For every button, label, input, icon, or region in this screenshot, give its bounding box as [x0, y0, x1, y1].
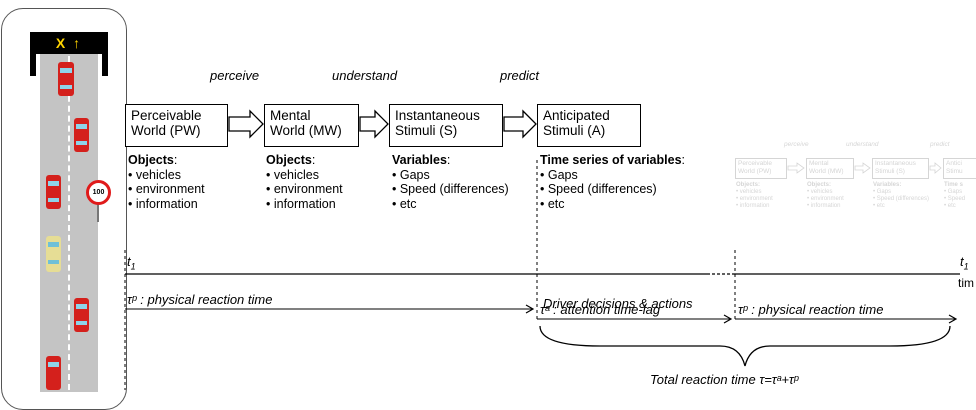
- lane-sign: X ↑: [55, 35, 83, 51]
- hollow-arrow-icon: [787, 162, 805, 174]
- list-instantaneous-stimuli: Variables: • Gaps • Speed (differences) …: [392, 153, 509, 211]
- list-item: • Speed (differences): [540, 182, 657, 196]
- list-item: • Gaps: [540, 167, 578, 182]
- total-brace: [539, 325, 951, 367]
- list-item: • vehicles: [807, 189, 833, 195]
- faded-box: Mental World (MW): [806, 158, 854, 179]
- attention-time-lag-label: τᵃ : attention time-lag: [540, 302, 661, 317]
- list-perceivable-world: Objects: • vehicles • environment • info…: [128, 153, 205, 211]
- list-item: • vehicles: [736, 189, 762, 195]
- car-red: [46, 356, 61, 390]
- list-heading: Objects:: [807, 182, 832, 188]
- list-item: • vehicles: [266, 167, 320, 182]
- list-item: • etc: [944, 203, 956, 209]
- gantry-leg-right: [102, 32, 108, 76]
- list-item: • vehicles: [128, 167, 182, 182]
- list-heading: Objects: [128, 153, 174, 167]
- car-red: [58, 62, 74, 96]
- faded-list: Objects: • vehicles • environment • info…: [736, 182, 773, 210]
- pipeline-arrows: [124, 109, 960, 390]
- box-anticipated-stimuli: Anticipated Stimuli (A): [537, 104, 641, 147]
- hollow-arrow-icon: [854, 162, 871, 174]
- list-heading: Time s: [944, 182, 963, 188]
- list-item: • information: [736, 203, 770, 209]
- list-item: • Gaps: [392, 167, 430, 182]
- list-item: • information: [128, 196, 198, 211]
- driver-decisions-label: Driver decisions & actions: [543, 296, 693, 311]
- list-item: • information: [807, 203, 841, 209]
- box-mental-world: Mental World (MW): [264, 104, 359, 147]
- car-yellow: [46, 236, 61, 272]
- car-red: [46, 175, 61, 209]
- list-item: • environment: [807, 196, 844, 202]
- list-item: • Gaps: [944, 189, 963, 195]
- list-anticipated-stimuli: Time series of variables: • Gaps • Speed…: [540, 153, 686, 211]
- stage-label-understand: understand: [332, 68, 398, 83]
- list-heading: Objects:: [736, 182, 761, 188]
- lane-marking: [68, 56, 70, 390]
- hollow-arrow-icon: [359, 109, 389, 139]
- list-item: • environment: [736, 196, 773, 202]
- speed-sign-pole: [97, 202, 99, 222]
- list-mental-world: Objects: • vehicles • environment • info…: [266, 153, 343, 211]
- road-edge-left: [38, 52, 40, 392]
- list-item: • Gaps: [873, 189, 892, 195]
- list-item: • Speed: [944, 196, 966, 202]
- physical-reaction-time-label-2: τᵖ : physical reaction time: [738, 302, 884, 317]
- speed-sign: 100: [86, 180, 111, 205]
- list-item: • Speed (differences): [873, 196, 930, 202]
- list-item: • Speed (differences): [392, 182, 509, 196]
- list-item: • etc: [392, 196, 417, 211]
- road-edge-right: [98, 52, 100, 392]
- list-item: • environment: [266, 182, 343, 196]
- faded-box: Antici Stimu: [943, 158, 976, 179]
- list-item: • environment: [128, 182, 205, 196]
- faded-arrows: [787, 162, 942, 174]
- list-item: • etc: [873, 203, 885, 209]
- faded-list: Variables: • Gaps • Speed (differences) …: [873, 182, 929, 210]
- total-reaction-time-label: Total reaction time τ=τᵃ+τᵖ: [650, 372, 799, 387]
- car-red: [74, 118, 89, 152]
- gantry-leg-left: [30, 32, 36, 76]
- gantry: [30, 32, 108, 54]
- faded-box: Perceivable World (PW): [735, 158, 787, 179]
- list-item: • etc: [540, 196, 565, 211]
- hollow-arrow-icon: [929, 162, 942, 174]
- faded-stage-label: understand: [846, 141, 879, 148]
- cut-off-text: tim: [958, 276, 974, 290]
- list-heading: Objects: [266, 153, 312, 167]
- faded-list: Objects: • vehicles • environment • info…: [807, 182, 844, 210]
- box-perceivable-world: Perceivable World (PW): [125, 104, 228, 147]
- list-heading: Variables:: [873, 182, 902, 188]
- hollow-arrow-icon: [503, 109, 537, 139]
- faded-stage-label: predict: [930, 141, 950, 148]
- faded-stage-label: perceive: [784, 141, 809, 148]
- box-instantaneous-stimuli: Instantaneous Stimuli (S): [389, 104, 503, 147]
- list-heading: Time series of variables: [540, 153, 682, 167]
- hollow-arrow-icon: [228, 109, 264, 139]
- list-heading: Variables: [392, 153, 447, 167]
- physical-reaction-time-label-1: τᵖ : physical reaction time: [127, 292, 273, 307]
- stage-label-perceive: perceive: [210, 68, 260, 83]
- time-label-t1: t1: [127, 254, 136, 272]
- faded-diagram-repeat: perceive understand predict Perceivable …: [733, 137, 976, 247]
- faded-box: Instantaneous Stimuli (S): [872, 158, 929, 179]
- time-label-t1-right: t1: [960, 254, 969, 272]
- car-red: [74, 298, 89, 332]
- list-item: • information: [266, 196, 336, 211]
- stage-label-predict: predict: [500, 68, 540, 83]
- faded-list: Time s • Gaps • Speed • etc: [944, 182, 965, 210]
